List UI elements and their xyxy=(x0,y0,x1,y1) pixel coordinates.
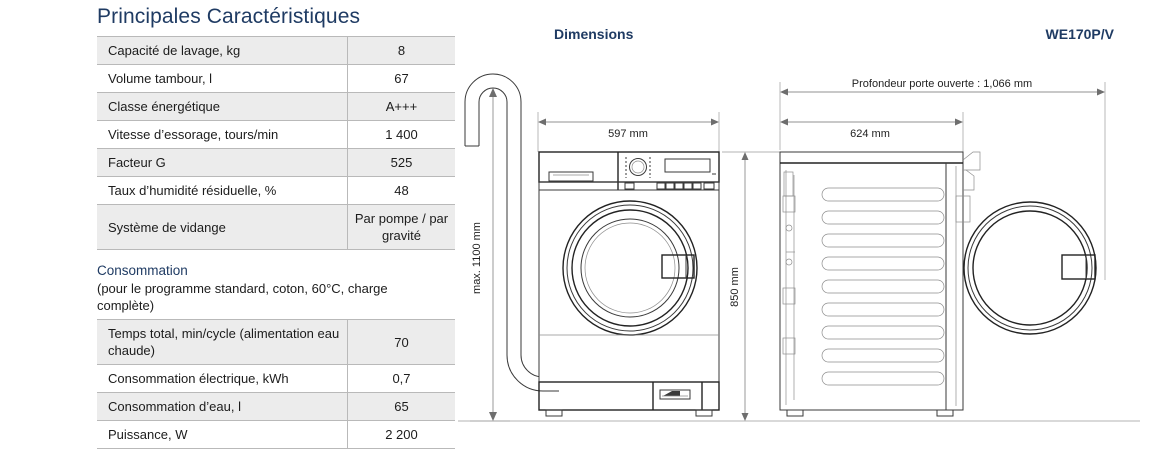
side-panel-ribs xyxy=(821,187,945,386)
spec-label: Temps total, min/cycle (alimentation eau… xyxy=(97,319,348,365)
table-row: Consommation d’eau, l 65 xyxy=(97,392,455,421)
service-flap xyxy=(659,389,691,400)
table-row: Facteur G 525 xyxy=(97,148,455,177)
depth-door-open-dimension: Profondeur porte ouverte : 1,066 mm xyxy=(779,78,1106,280)
spec-value: 8 xyxy=(347,36,455,65)
spec-label: Vitesse d’essorage, tours/min xyxy=(97,120,348,149)
hose-height-dimension: max. 1100 mm xyxy=(470,88,510,422)
page-title: Principales Caractéristiques xyxy=(97,5,361,28)
depth-label: 624 mm xyxy=(850,128,890,140)
front-view: 597 mm xyxy=(537,112,720,417)
depth-door-open-label: Profondeur porte ouverte : 1,066 mm xyxy=(852,78,1032,90)
spec-label: Consommation électrique, kWh xyxy=(97,364,348,393)
spec-value: A+++ xyxy=(347,92,455,121)
consumption-heading: Consommation xyxy=(97,263,188,278)
spec-label: Classe énergétique xyxy=(97,92,348,121)
height-label: 850 mm xyxy=(729,267,741,307)
spec-value: 70 xyxy=(347,319,455,365)
technical-drawing: .ln { fill:none; stroke:#3a3a3a; stroke-… xyxy=(458,73,1140,422)
dimensions-drawing-panel: Dimensions WE170P/V .ln { fill:none; str… xyxy=(450,0,1149,459)
spec-label: Puissance, W xyxy=(97,420,348,449)
table-row: Consommation électrique, kWh 0,7 xyxy=(97,364,455,393)
table-row: Classe énergétique A+++ xyxy=(97,92,455,121)
table-row: Puissance, W 2 200 xyxy=(97,420,455,449)
table-row: Capacité de lavage, kg 8 xyxy=(97,36,455,65)
spec-value: 67 xyxy=(347,64,455,93)
width-dimension: 597 mm xyxy=(537,112,720,152)
front-feet xyxy=(545,409,713,417)
spec-label: Volume tambour, l xyxy=(97,64,348,93)
spec-value: 0,7 xyxy=(347,364,455,393)
opened-door-handle xyxy=(1061,254,1096,280)
rear-panel-detail xyxy=(782,170,796,405)
consumption-table: Temps total, min/cycle (alimentation eau… xyxy=(97,319,455,449)
rear-connections xyxy=(955,151,981,223)
door-handle xyxy=(661,254,695,279)
spec-label: Consommation d’eau, l xyxy=(97,392,348,421)
program-dial xyxy=(625,157,651,178)
table-row: Volume tambour, l 67 xyxy=(97,64,455,93)
detergent-drawer xyxy=(548,171,594,182)
height-dimension: 850 mm xyxy=(722,151,782,421)
main-specifications-table: Capacité de lavage, kg 8 Volume tambour,… xyxy=(97,36,455,250)
spec-value: 2 200 xyxy=(347,420,455,449)
dimensions-heading: Dimensions xyxy=(554,26,634,42)
table-row: Temps total, min/cycle (alimentation eau… xyxy=(97,319,455,365)
opened-door xyxy=(963,201,1097,335)
width-label: 597 mm xyxy=(608,128,648,140)
specifications-panel: Principales Caractéristiques Capacité de… xyxy=(97,0,455,449)
model-number-label: WE170P/V xyxy=(1045,26,1114,42)
control-buttons xyxy=(624,182,715,190)
display-screen xyxy=(664,158,711,173)
table-row: Vitesse d’essorage, tours/min 1 400 xyxy=(97,120,455,149)
spec-value: 525 xyxy=(347,148,455,177)
table-row: Système de vidange Par pompe / par gravi… xyxy=(97,204,455,250)
spec-value: 48 xyxy=(347,176,455,205)
hose-height-label: max. 1100 mm xyxy=(471,222,483,294)
base-plinth xyxy=(538,381,720,411)
side-view: Profondeur porte ouverte : 1,066 mm 624 … xyxy=(722,78,1106,421)
spec-label: Facteur G xyxy=(97,148,348,177)
side-feet xyxy=(786,409,954,417)
spec-value: Par pompe / par gravité xyxy=(347,204,455,250)
spec-label: Système de vidange xyxy=(97,204,348,250)
side-cabinet xyxy=(779,151,964,411)
consumption-note: (pour le programme standard, coton, 60°C… xyxy=(97,281,388,313)
drain-hose xyxy=(464,73,559,392)
depth-dimension: 624 mm xyxy=(780,112,964,152)
spec-value: 1 400 xyxy=(347,120,455,149)
spec-label: Capacité de lavage, kg xyxy=(97,36,348,65)
spec-value: 65 xyxy=(347,392,455,421)
spec-label: Taux d’humidité résiduelle, % xyxy=(97,176,348,205)
table-row: Taux d’humidité résiduelle, % 48 xyxy=(97,176,455,205)
